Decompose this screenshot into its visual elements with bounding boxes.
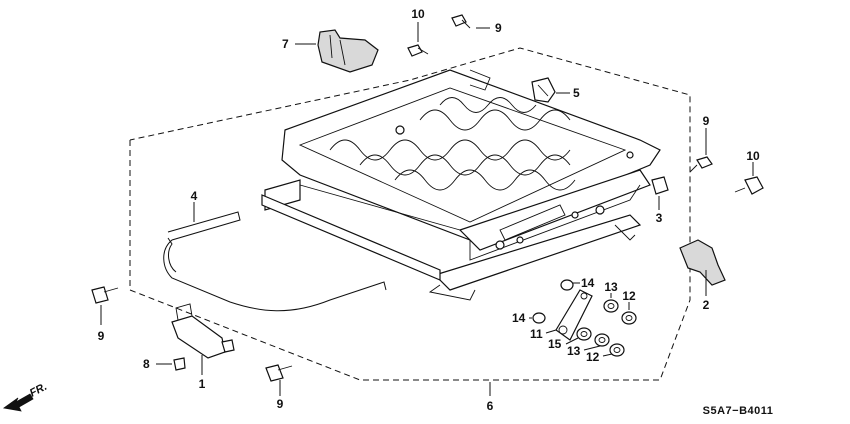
callout-5: 5 [573,86,580,100]
callout-14-top: 14 [581,276,595,290]
part-13-washer-bottom [594,333,610,347]
front-direction-indicator: FR. [2,381,49,412]
part-13-washer-top [603,299,619,313]
callout-10-top: 10 [411,7,425,21]
callout-1: 1 [199,377,206,391]
part-4-wire [163,211,387,312]
part-15-washer [576,327,592,341]
part-14-washer-left [532,312,546,324]
part-1-sensor [171,303,235,359]
part-2-cover [679,239,726,286]
diagram-reference-code: S5A7−B4011 [703,405,774,417]
part-8-screw [173,357,186,371]
part-9-bolt-left [91,286,119,304]
part-12-nut-bottom [609,343,625,357]
callout-12-bottom: 12 [586,350,600,364]
part-11-link [555,289,593,341]
callout-9-left: 9 [98,329,105,343]
callout-3: 3 [656,211,663,225]
part-9-bolt-bottom [265,364,293,382]
front-label: FR. [28,381,49,400]
part-10-bolt-top [407,44,429,57]
part-10-bolt-right [734,176,764,195]
callout-14-left: 14 [512,311,526,325]
callout-9-top: 9 [495,21,502,35]
callout-7: 7 [282,37,289,51]
assembly-boundary [129,47,691,381]
callout-6: 6 [487,399,494,413]
callout-2: 2 [703,298,710,312]
seat-frame [261,69,661,301]
callout-11: 11 [530,327,543,341]
part-9-bolt-right [689,156,713,173]
callout-12-top: 12 [622,289,636,303]
callout-9-bottom: 9 [277,397,284,411]
callout-15: 15 [548,337,562,351]
callout-13-top: 13 [604,280,618,294]
callout-8: 8 [143,357,150,371]
callout-labels: 10 9 7 5 9 10 3 4 2 14 13 12 14 11 15 13… [98,7,760,413]
part-9-bolt-top [451,14,471,29]
callout-13-bottom: 13 [567,344,581,358]
part-7-cover [317,29,379,73]
callout-10-right: 10 [746,149,760,163]
arrow-icon [2,393,34,412]
part-12-nut-top [621,311,637,325]
part-3-bracket [651,176,669,195]
callout-4: 4 [191,189,198,203]
callout-9-right: 9 [703,114,710,128]
leader-lines [100,22,754,396]
part-5-clip [531,77,556,103]
part-14-washer-top [560,279,574,291]
